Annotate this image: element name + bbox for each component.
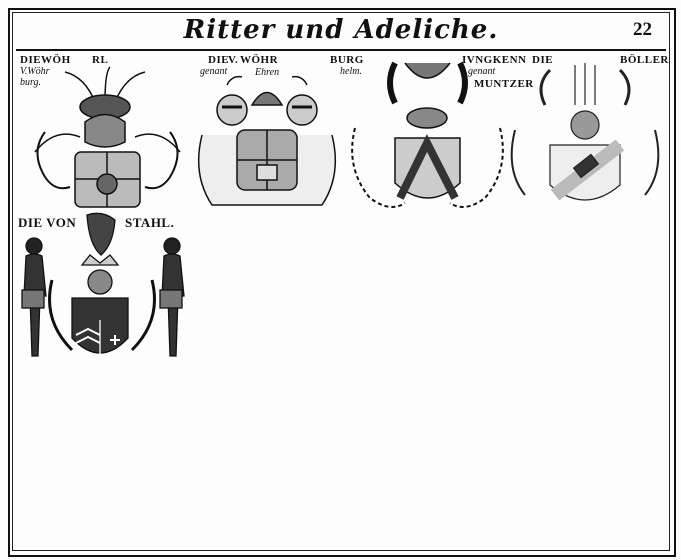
page-number: 22 bbox=[633, 19, 652, 40]
entry-2-name-c: WÖHR bbox=[240, 54, 279, 66]
title-band: Ritter und Adeliche. 22 bbox=[16, 13, 666, 51]
outer-border bbox=[8, 8, 676, 557]
entry-4-name-a: DIE bbox=[532, 54, 554, 66]
inner-border bbox=[12, 12, 670, 551]
coat-of-arms-jungkenn bbox=[345, 58, 510, 218]
coat-of-arms-woehrl bbox=[25, 62, 190, 212]
entry-2-subtitle-b: Ehren bbox=[255, 67, 280, 78]
entry-5-name-b: STAHL. bbox=[125, 215, 175, 230]
entry-3-name: IVNGKENN bbox=[462, 54, 527, 66]
entry-3-name-line2: MUNTZER bbox=[474, 78, 534, 90]
coat-of-arms-stahl-with-supporters bbox=[12, 210, 197, 380]
entry-2-name-b: V. bbox=[228, 54, 239, 66]
entry-1-name-a: DIEWÖH bbox=[20, 54, 71, 66]
entry-2-subtitle-c: helm. bbox=[340, 66, 362, 77]
entry-5-name-a: DIE VON bbox=[18, 215, 77, 230]
entry-1-name-b: RL bbox=[92, 54, 109, 66]
entry-1-subtitle-a: V.Wöhr bbox=[20, 66, 50, 77]
entry-2-subtitle-a: genant bbox=[200, 66, 228, 77]
entry-1-subtitle-b: burg. bbox=[20, 77, 42, 88]
coat-of-arms-boeller bbox=[505, 60, 665, 215]
coat-of-arms-woehrburg bbox=[192, 75, 342, 215]
page-title: Ritter und Adeliche. bbox=[183, 15, 499, 45]
entry-2-name-a: DIE bbox=[208, 54, 230, 66]
entry-3-subtitle: genant bbox=[468, 66, 496, 77]
entry-2-name-d: BURG bbox=[330, 54, 364, 66]
entry-4-name-b: BÖLLER bbox=[620, 54, 669, 66]
